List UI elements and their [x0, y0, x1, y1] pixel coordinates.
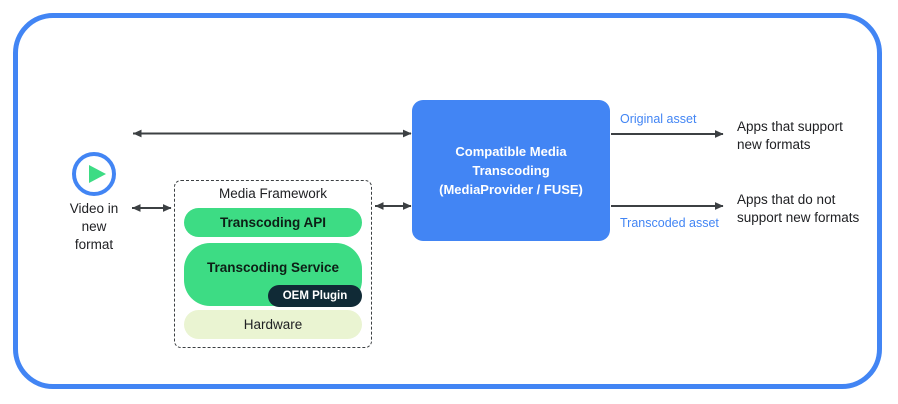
compatible-media-transcoding-block[interactable]: Compatible Media Transcoding (MediaProvi…	[412, 100, 610, 241]
cmt-line1: Compatible Media	[455, 144, 567, 159]
transcoding-api-block[interactable]: Transcoding API	[184, 208, 362, 237]
hardware-block[interactable]: Hardware	[184, 310, 362, 339]
cmt-line2: Transcoding	[472, 163, 550, 178]
video-source-label-line2: new	[81, 219, 107, 234]
supporting-apps-line2: new formats	[737, 137, 811, 152]
nonsupporting-apps-line1: Apps that do not	[737, 192, 836, 207]
transcoded-asset-edge-label: Transcoded asset	[620, 216, 719, 230]
video-source-label: Video in new format	[42, 200, 146, 254]
cmt-line3: (MediaProvider / FUSE)	[439, 182, 583, 197]
video-source-label-line1: Video in	[69, 201, 119, 216]
play-circle-icon	[72, 152, 116, 196]
supporting-apps-line1: Apps that support	[737, 119, 843, 134]
supporting-apps-label: Apps that support new formats	[737, 118, 843, 154]
compatible-media-transcoding-text: Compatible Media Transcoding (MediaProvi…	[439, 142, 583, 199]
video-source-label-line3: format	[74, 237, 114, 252]
nonsupporting-apps-label: Apps that do not support new formats	[737, 191, 859, 227]
original-asset-edge-label: Original asset	[620, 112, 697, 126]
play-triangle-icon	[89, 165, 106, 183]
media-framework-container	[174, 180, 372, 348]
nonsupporting-apps-line2: support new formats	[737, 210, 860, 225]
oem-plugin-badge[interactable]: OEM Plugin	[268, 285, 362, 307]
media-framework-title: Media Framework	[218, 186, 328, 201]
